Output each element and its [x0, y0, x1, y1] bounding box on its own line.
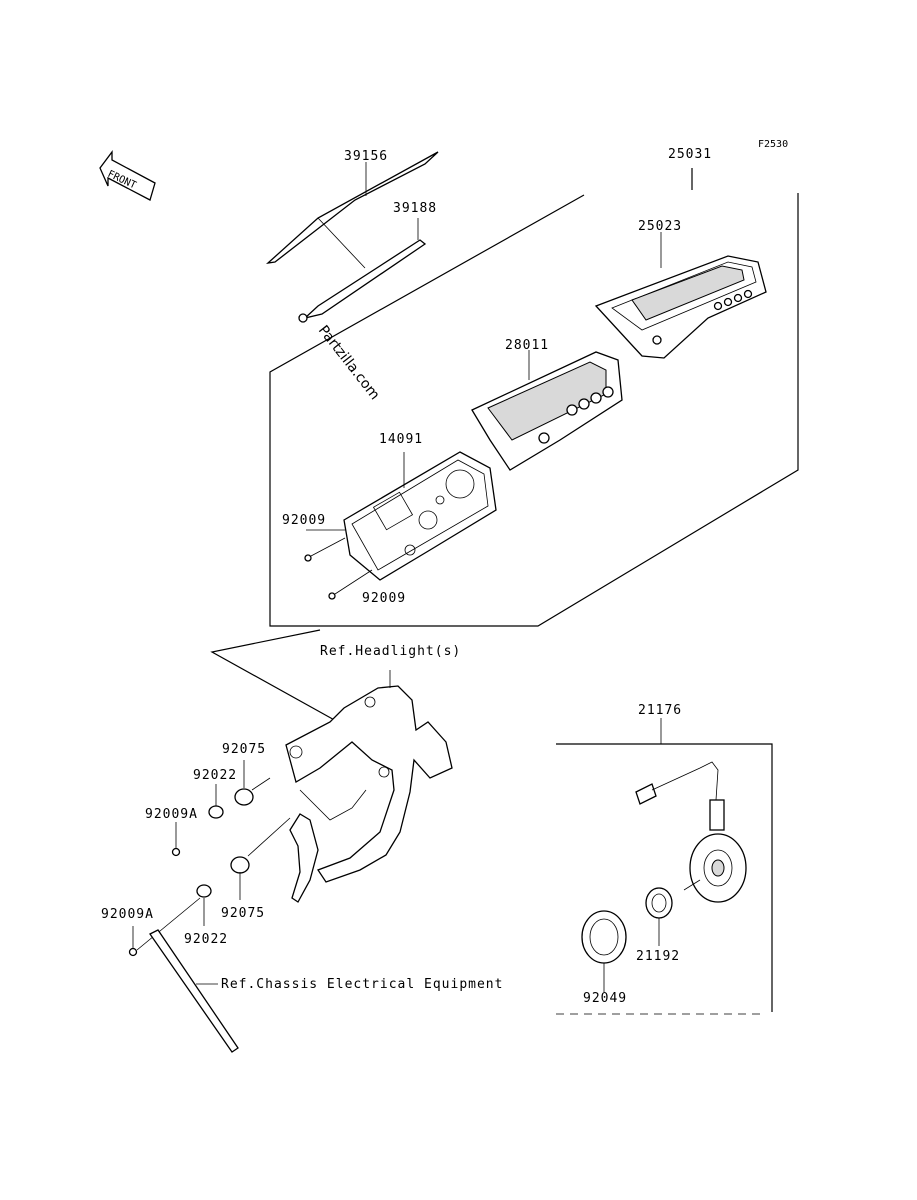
damper-92075-upper: [234, 760, 271, 806]
sticker-39188: [298, 217, 427, 323]
ref-chassis: Ref.Chassis Electrical Equipment: [221, 977, 503, 992]
screw-92009A-upper: [171, 822, 181, 857]
label-25031: 25031: [668, 147, 712, 162]
label-21192: 21192: [636, 949, 680, 964]
screw-92009-upper: [304, 529, 346, 562]
screw-92009-lower: [328, 569, 373, 600]
seal-92049: [581, 910, 627, 992]
diagram-code: F2530: [758, 139, 788, 150]
washer-92022-lower: [196, 884, 212, 926]
label-92009A-lower: 92009A: [101, 907, 154, 922]
label-92022-lower: 92022: [184, 932, 228, 947]
gear-group-bracket: [556, 743, 773, 1012]
watermark: Partzilla.com: [315, 323, 383, 403]
damper-92075-lower: [230, 817, 291, 900]
label-25023: 25023: [638, 219, 682, 234]
label-92009-lower: 92009: [362, 591, 406, 606]
screw-92009A-lower: [128, 897, 201, 957]
label-92009-upper: 92009: [282, 513, 326, 528]
label-92022-upper: 92022: [193, 768, 237, 783]
label-39188: 39188: [393, 201, 437, 216]
speedometer-gear-21176: [635, 761, 747, 903]
label-21176: 21176: [638, 703, 682, 718]
label-14091: 14091: [379, 432, 423, 447]
bushing-21192: [645, 887, 673, 946]
meter-case-14091: [343, 451, 497, 581]
meter-unit-28011: [471, 350, 623, 471]
cable-tie: [149, 929, 239, 1053]
washer-92022-upper: [208, 784, 224, 819]
label-39156: 39156: [344, 149, 388, 164]
label-28011: 28011: [505, 338, 549, 353]
leader-line: [210, 629, 339, 723]
assembly-bracket-25031: [269, 168, 799, 627]
front-arrow-icon: FRONT: [99, 150, 156, 201]
meter-bracket: [285, 670, 453, 903]
meter-cover-25023: [594, 232, 767, 359]
label-92075-upper: 92075: [222, 742, 266, 757]
ref-headlight: Ref.Headlight(s): [320, 644, 461, 659]
label-92049: 92049: [583, 991, 627, 1006]
label-92009A-upper: 92009A: [145, 807, 198, 822]
label-92075-lower: 92075: [221, 906, 265, 921]
